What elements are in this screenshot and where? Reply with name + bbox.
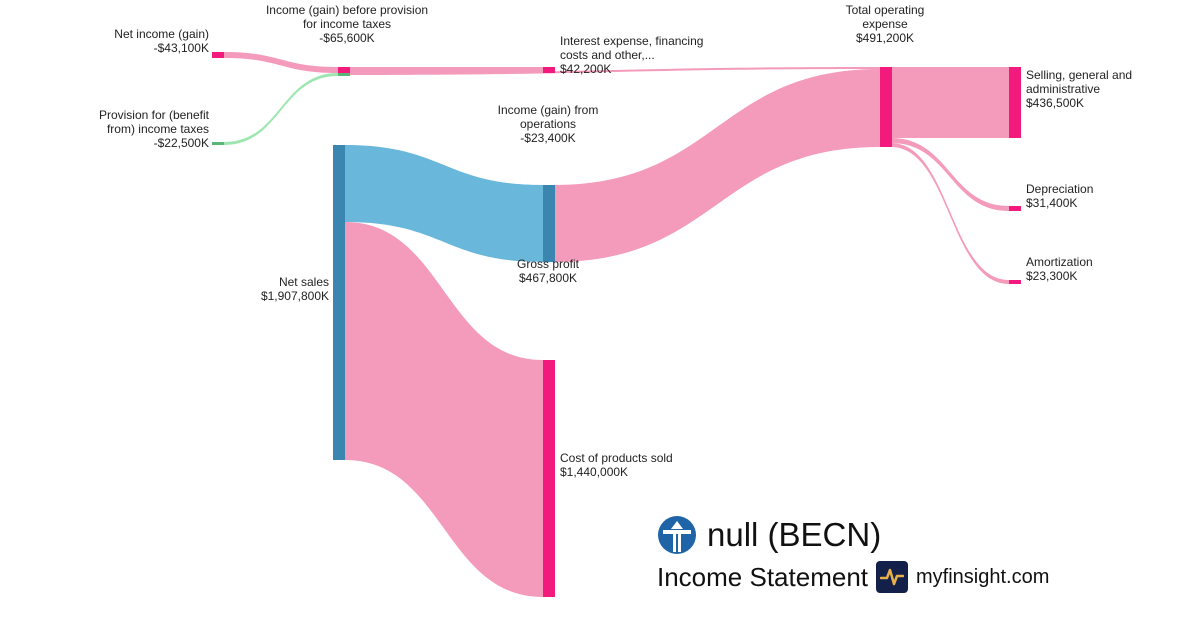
label-net-sales: Net sales$1,907,800K xyxy=(260,275,329,303)
company-logo-icon xyxy=(658,516,696,554)
link-net_income-pretax xyxy=(224,52,338,73)
node-amortization xyxy=(1009,280,1021,284)
label-gross-profit: Gross profit$467,800K xyxy=(516,257,579,285)
label-cogs: Cost of products sold$1,440,000K xyxy=(560,451,673,479)
brand-block: null (BECN) Income Statement myfinsight.… xyxy=(657,515,1049,593)
node-pretax-tax-part xyxy=(338,73,350,76)
site-link[interactable]: myfinsight.com xyxy=(916,565,1050,588)
link-net_sales-gross_profit xyxy=(345,145,543,262)
node-provision xyxy=(212,142,224,145)
link-provision-pretax xyxy=(224,73,338,145)
label-amortization: Amortization$23,300K xyxy=(1026,255,1093,283)
node-net_income xyxy=(212,52,224,58)
node-interest xyxy=(543,67,555,73)
node-sga xyxy=(1009,67,1021,138)
link-net_sales-cogs xyxy=(345,222,543,597)
label-opex: Total operating expense$491,200K xyxy=(845,3,925,45)
link-pretax-ops xyxy=(891,67,1009,138)
node-opex xyxy=(880,67,892,147)
label-ops: Income (gain) from operations-$23,400K xyxy=(497,103,599,145)
node-net_sales xyxy=(333,145,345,460)
node-pretax xyxy=(338,67,350,73)
node-gross_profit xyxy=(543,185,555,262)
node-depreciation xyxy=(1009,206,1021,211)
label-sga: Selling, general and administrative$436,… xyxy=(1026,68,1133,110)
link-opex-sga xyxy=(891,138,1009,211)
node-cogs xyxy=(543,360,555,597)
link-pretax-interest xyxy=(350,67,543,73)
statement-title: Income Statement xyxy=(657,562,868,592)
label-net-income: Net income (gain)-$43,100K xyxy=(114,27,209,55)
label-provision: Provision for (benefit from) income taxe… xyxy=(98,108,209,150)
label-interest: Interest expense, financing costs and ot… xyxy=(560,34,704,76)
link-gross_profit-opex xyxy=(554,69,880,262)
label-depreciation: Depreciation$31,400K xyxy=(1026,182,1094,210)
myfinsight-logo-icon xyxy=(876,561,908,593)
label-pretax: Income (gain) before provision for incom… xyxy=(265,3,429,45)
company-title: null (BECN) xyxy=(707,516,882,553)
link-opex-depreciation xyxy=(891,143,1009,284)
